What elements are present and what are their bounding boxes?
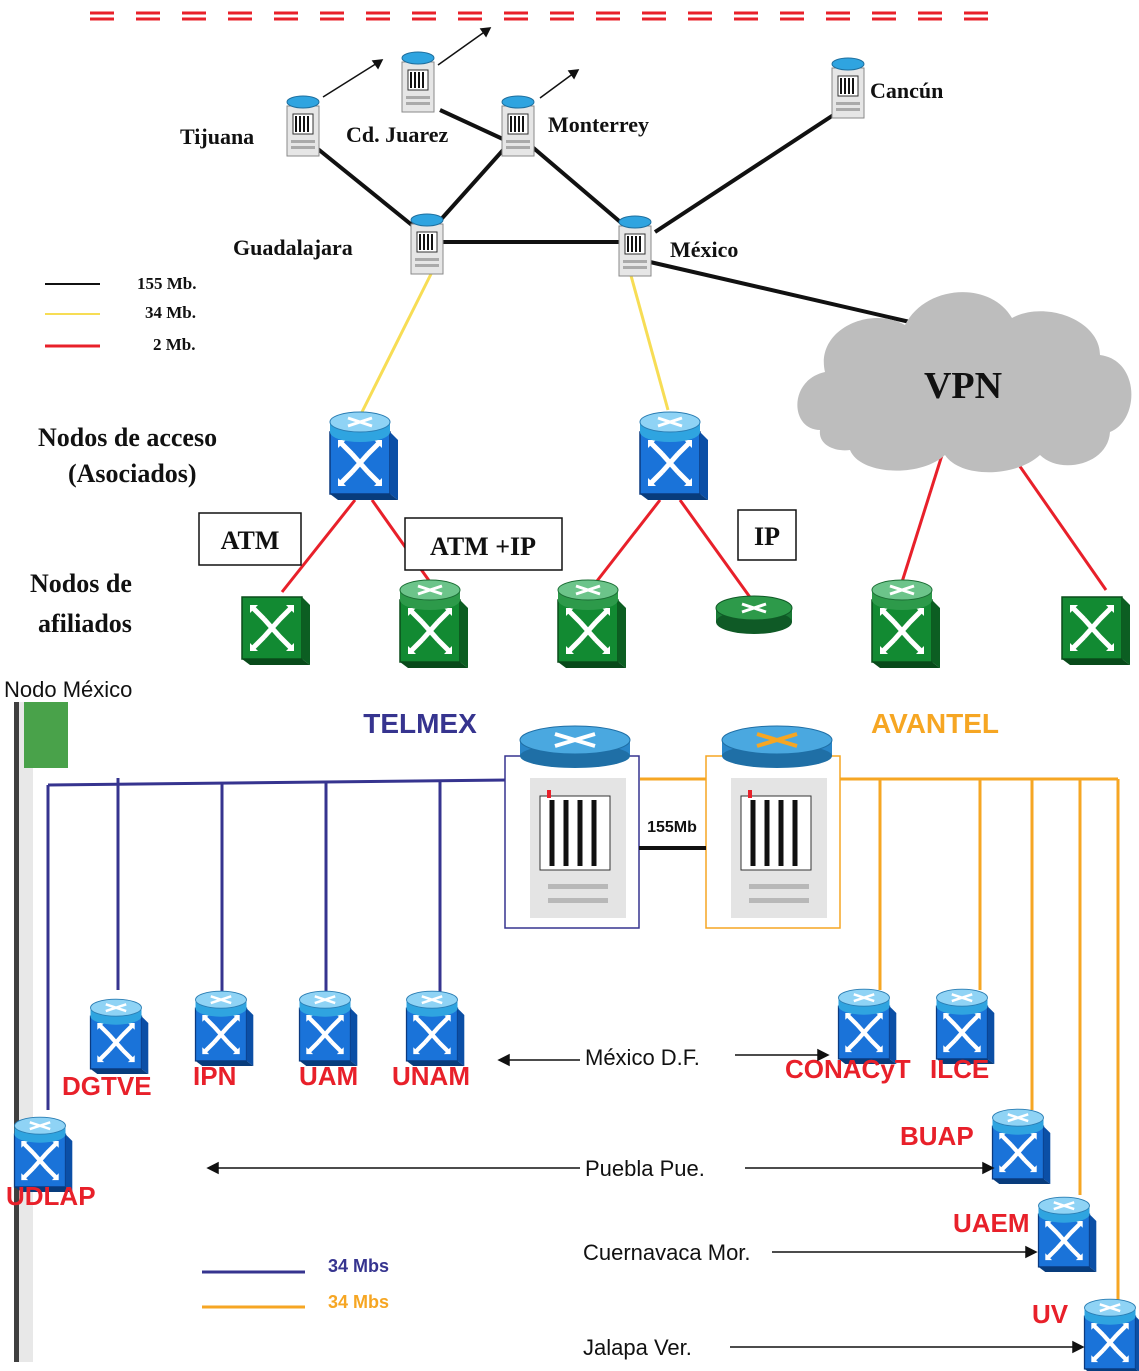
access-node-guadalajara-icon (330, 410, 398, 500)
legend-2: 2 Mb. (153, 335, 196, 354)
affiliate-switch-5-icon (1062, 597, 1130, 665)
caption: Nodo México (4, 677, 132, 702)
affiliate-switch-2-icon (400, 578, 468, 668)
label-uv: UV (1032, 1299, 1069, 1329)
slide-accent (14, 702, 68, 1362)
router-monterrey-icon (501, 95, 535, 157)
vpn-label: VPN (924, 365, 1002, 407)
router-mexico-icon (618, 215, 652, 277)
label-ipn: IPN (193, 1061, 236, 1091)
place-arrows (206, 1048, 1085, 1354)
city-mexico: México (670, 237, 738, 262)
legend-155: 155 Mb. (137, 274, 197, 293)
avantel-router-icon (705, 725, 841, 929)
backbone-links (311, 108, 911, 324)
outbound-arrows (322, 27, 580, 99)
node-uam-icon (300, 989, 358, 1066)
label-buap: BUAP (900, 1121, 974, 1151)
legend-telmex: 34 Mbs (328, 1256, 389, 1276)
place-puebla: Puebla Pue. (585, 1156, 705, 1181)
node-unam-icon (407, 989, 465, 1066)
access-node-mexico-icon (640, 410, 708, 500)
label-conacyt: CONACyT (785, 1054, 911, 1084)
telmex-router-icon (504, 725, 640, 929)
label-uaem: UAEM (953, 1208, 1030, 1238)
access-label-1: Nodos de acceso (38, 423, 217, 452)
affiliate-switch-1-icon (242, 597, 310, 665)
router-cancun-icon (831, 57, 865, 119)
affiliate-label-1: Nodos de (30, 569, 132, 598)
box-atm: ATM (198, 512, 302, 566)
label-uam: UAM (299, 1061, 358, 1091)
node-buap-icon (993, 1107, 1051, 1184)
svg-text:IP: IP (754, 522, 780, 551)
router-tijuana-icon (286, 95, 320, 157)
city-juarez: Cd. Juarez (346, 122, 448, 147)
affiliate-label-2: afiliados (38, 609, 132, 638)
affiliate-switch-4-icon (872, 578, 940, 668)
city-cancun: Cancún (870, 78, 943, 103)
box-ip: IP (737, 509, 797, 561)
node-dgtve-icon (91, 997, 149, 1074)
vpn-cloud: VPN (797, 292, 1132, 473)
label-ilce: ILCE (930, 1054, 989, 1084)
place-jalapa: Jalapa Ver. (583, 1335, 692, 1360)
node-ilce-icon (937, 987, 995, 1064)
node-ipn-icon (196, 989, 254, 1066)
node-uv-icon (1085, 1297, 1139, 1371)
label-dgtve: DGTVE (62, 1071, 152, 1101)
place-df: México D.F. (585, 1045, 700, 1070)
label-udlap: UDLAP (6, 1181, 96, 1211)
box-atmip: ATM +IP (404, 517, 563, 571)
label-unam: UNAM (392, 1061, 470, 1091)
router-juarez-icon (401, 51, 435, 113)
city-monterrey: Monterrey (548, 112, 649, 137)
top-legend: 155 Mb. 34 Mb. 2 Mb. (45, 274, 197, 354)
city-guadalajara: Guadalajara (233, 235, 353, 260)
yellow-links (360, 271, 670, 413)
svg-text:ATM: ATM (221, 526, 280, 555)
place-cuernavaca: Cuernavaca Mor. (583, 1240, 751, 1265)
top-dashed-border (90, 11, 1000, 21)
router-guadalajara-icon (410, 213, 444, 275)
legend-avantel: 34 Mbs (328, 1292, 389, 1312)
access-label-2: (Asociados) (68, 459, 197, 488)
bottom-legend: 34 Mbs 34 Mbs (202, 1256, 389, 1312)
node-conacyt-icon (839, 987, 897, 1064)
affiliate-switch-3-icon (558, 578, 626, 668)
city-tijuana: Tijuana (180, 124, 254, 149)
affiliate-router-icon (715, 595, 793, 634)
link-155-label: 155Mb (647, 819, 697, 836)
telmex-links (46, 778, 509, 1110)
avantel-title: AVANTEL (871, 708, 999, 739)
svg-text:ATM +IP: ATM +IP (430, 532, 536, 561)
node-uaem-icon (1039, 1195, 1097, 1272)
telmex-title: TELMEX (363, 708, 477, 739)
legend-34: 34 Mb. (145, 303, 196, 322)
